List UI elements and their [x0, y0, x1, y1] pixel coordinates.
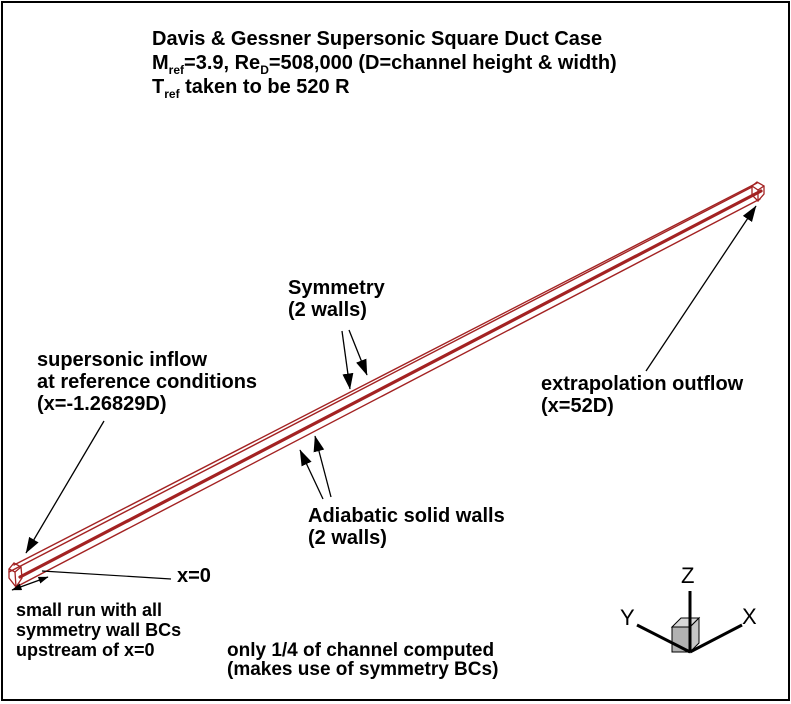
duct-edge-near-top: [8, 186, 753, 573]
small-run-note: small run with all symmetry wall BCs ups…: [16, 600, 181, 660]
upstream-run-double-arrow: [11, 576, 49, 591]
title-line-3: Tref taken to be 520 R: [152, 76, 350, 101]
outflow-label-line1: extrapolation outflow: [541, 373, 744, 395]
duct-inlet-face: [8, 562, 23, 589]
duct-outlet-face-outline: [751, 181, 765, 202]
title-line-2: Mref=3.9, ReD=508,000 (D=channel height …: [152, 52, 617, 77]
adiabatic-label-line2: (2 walls): [308, 527, 387, 549]
z-axis-label: Z: [681, 563, 695, 588]
axis-triad: [636, 591, 743, 654]
duct-inlet-face-inner-edge: [14, 571, 17, 588]
duct-edge-center-thick: [18, 189, 763, 579]
duct-outlet-face: [751, 181, 765, 202]
small-run-line1: small run with all: [16, 600, 163, 620]
duct-edge-bottom: [15, 198, 761, 588]
symmetry-label: Symmetry (2 walls): [288, 277, 385, 321]
symmetry-label-line2: (2 walls): [288, 299, 367, 321]
y-axis-line: [636, 623, 691, 654]
duct-wireframe: [8, 181, 765, 589]
annotation-arrows: [11, 205, 757, 591]
x0-label: x=0: [177, 565, 211, 587]
symmetry-arrow-left: [341, 330, 354, 390]
inflow-label-line2: at reference conditions: [37, 371, 258, 393]
title-block: Davis & Gessner Supersonic Square Duct C…: [152, 27, 617, 101]
adiabatic-label: Adiabatic solid walls (2 walls): [308, 505, 505, 549]
small-run-line3: upstream of x=0: [16, 640, 155, 660]
x-axis-line: [689, 623, 743, 654]
outflow-label: extrapolation outflow (x=52D): [541, 373, 743, 417]
outflow-arrow: [645, 205, 757, 372]
quarter-note-line1: only 1/4 of channel computed: [227, 640, 495, 661]
inflow-label: supersonic inflow at reference condition…: [37, 349, 257, 415]
inflow-label-line3: (x=-1.26829D): [37, 393, 167, 415]
adiabatic-arrow-right: [313, 435, 332, 498]
quarter-note-line2: (makes use of symmetry BCs): [227, 659, 499, 680]
x0-leader-line: [41, 570, 172, 580]
duct-edge-far-top: [13, 182, 758, 566]
quarter-channel-note: only 1/4 of channel computed (makes use …: [227, 641, 498, 679]
symmetry-arrow-right: [348, 329, 368, 376]
title-line-1: Davis & Gessner Supersonic Square Duct C…: [152, 28, 603, 50]
x-axis-label: X: [742, 604, 757, 629]
y-axis-label: Y: [620, 605, 635, 630]
small-run-line2: symmetry wall BCs: [16, 620, 182, 640]
outflow-label-line2: (x=52D): [541, 395, 614, 417]
symmetry-label-line1: Symmetry: [288, 277, 385, 299]
adiabatic-label-line1: Adiabatic solid walls: [308, 505, 505, 527]
inflow-label-line1: supersonic inflow: [37, 349, 208, 371]
adiabatic-arrow-left: [299, 449, 324, 500]
inflow-arrow: [25, 420, 105, 554]
